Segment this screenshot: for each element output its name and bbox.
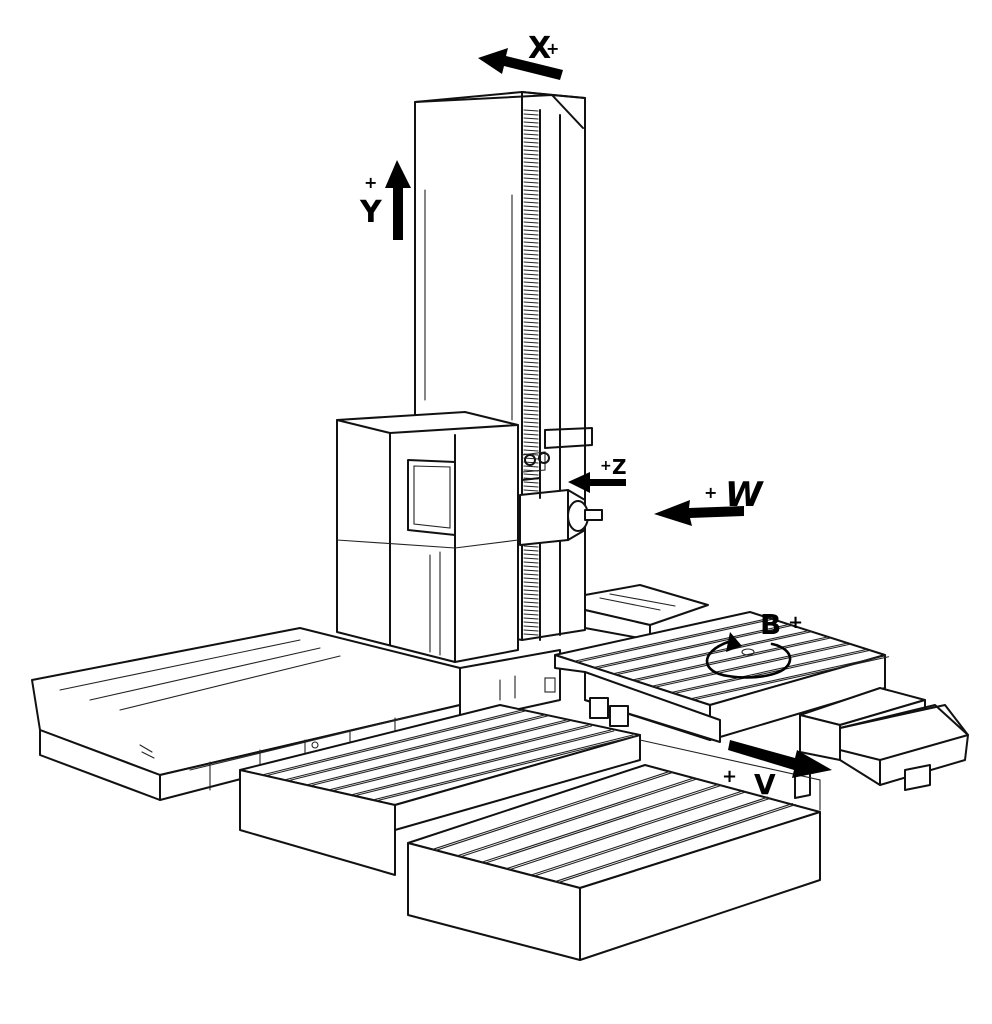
axis-w: W + bbox=[654, 475, 764, 526]
floor-plate-right bbox=[407, 764, 821, 961]
y-axis-sign: + bbox=[364, 173, 377, 192]
b-axis-sign: + bbox=[788, 612, 803, 633]
x-arrow-icon bbox=[478, 48, 563, 80]
t-slots-left bbox=[261, 709, 637, 802]
v-arrow-icon bbox=[728, 740, 832, 778]
w-arrow-icon bbox=[654, 500, 744, 526]
axis-z: Z + bbox=[568, 455, 627, 493]
center-base bbox=[459, 649, 561, 723]
rotary-table-slots bbox=[573, 617, 890, 701]
z-axis-sign: + bbox=[600, 458, 612, 474]
z-axis-letter: Z bbox=[612, 455, 627, 479]
axis-b: B + bbox=[705, 608, 803, 679]
headstock bbox=[336, 411, 519, 663]
v-axis-sign: + bbox=[722, 766, 737, 787]
x-axis-sign: + bbox=[546, 39, 559, 58]
table-saddle bbox=[639, 687, 969, 811]
spindle-ram bbox=[519, 427, 603, 546]
floor-plate-left bbox=[239, 704, 641, 876]
axis-y: Y + bbox=[359, 160, 411, 240]
t-slots-right bbox=[432, 770, 796, 884]
rotary-table bbox=[554, 611, 890, 743]
w-axis-sign: + bbox=[704, 483, 717, 502]
v-axis-letter: V bbox=[754, 768, 776, 801]
b-rotation-arrow-icon bbox=[705, 640, 792, 679]
b-axis-letter: B bbox=[760, 608, 781, 641]
axis-v: V + bbox=[722, 740, 832, 801]
w-axis-letter: W bbox=[725, 475, 764, 515]
x-axis-letter: X bbox=[528, 31, 551, 66]
y-arrow-icon bbox=[385, 160, 411, 240]
y-axis-letter: Y bbox=[359, 195, 383, 230]
axis-x: X + bbox=[478, 31, 563, 80]
z-arrow-icon bbox=[568, 472, 626, 493]
